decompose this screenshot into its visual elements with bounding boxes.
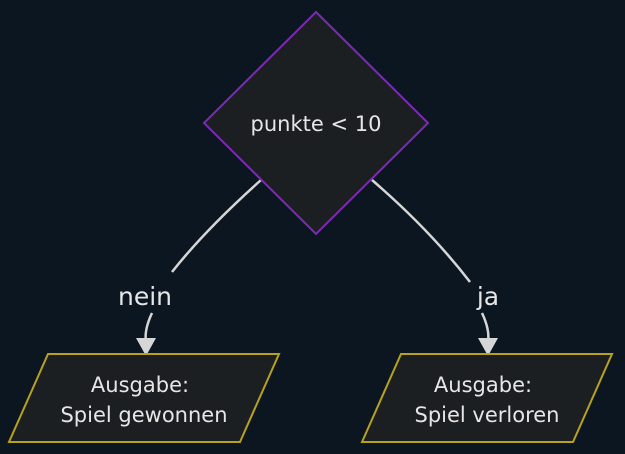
output-node-gewonnen bbox=[7, 353, 281, 443]
edge-nein bbox=[171, 179, 262, 273]
edge-label-nein: nein bbox=[118, 282, 172, 311]
decision-label: punkte < 10 bbox=[251, 112, 382, 136]
edge-ja-arrowhead bbox=[478, 338, 498, 356]
edge-nein-arrow bbox=[144, 312, 154, 343]
output-gewonnen-line2: Spiel gewonnen bbox=[60, 403, 227, 427]
output-node-verloren bbox=[360, 353, 614, 443]
edge-label-ja: ja bbox=[476, 282, 499, 311]
output-verloren-line1: Ausgabe: bbox=[434, 373, 532, 397]
edge-ja-arrow bbox=[480, 312, 490, 343]
edge-ja bbox=[371, 179, 471, 283]
decision-diamond bbox=[202, 10, 430, 236]
output-verloren-line2: Spiel verloren bbox=[415, 403, 560, 427]
edge-nein-arrowhead bbox=[136, 338, 156, 356]
output-gewonnen-line1: Ausgabe: bbox=[91, 373, 189, 397]
